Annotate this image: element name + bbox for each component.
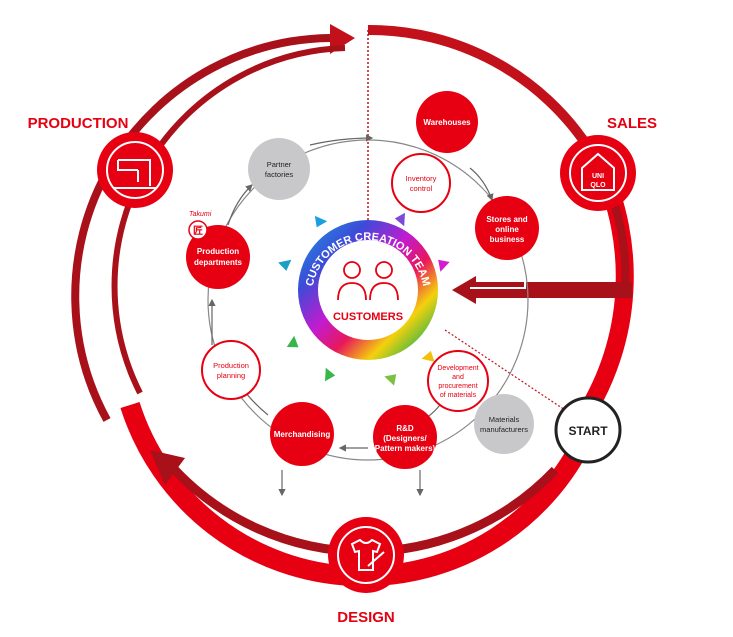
rnd-label-2: (Designers/: [383, 434, 427, 443]
production-phase-label: PRODUCTION: [28, 115, 129, 132]
takumi-badge-mark: 匠: [193, 225, 203, 237]
sales-phase-label: SALES: [607, 115, 657, 132]
takumi-label: Takumi: [189, 211, 212, 218]
rnd-label-1: R&D: [396, 424, 414, 433]
materials-manufacturers-node: [474, 394, 534, 454]
production-departments-node: [186, 225, 250, 289]
dev-procurement-node: [427, 350, 489, 412]
design-phase-label: DESIGN: [337, 609, 395, 626]
partner-label-2: factories: [265, 170, 294, 179]
prod-dept-label-2: departments: [194, 258, 243, 267]
mat-label-1: Materials: [489, 415, 520, 424]
hub-customers-label: CUSTOMERS: [333, 311, 403, 323]
merchandising-label: Merchandising: [274, 430, 331, 439]
stores-label-2: online: [495, 225, 519, 234]
dev-label-1: Development: [437, 365, 478, 372]
uniqlo-logo-bottom: QLO: [590, 182, 606, 189]
takumi-badge-icon: [188, 220, 208, 240]
hub-arrow-teal: [278, 259, 292, 271]
hub-arrow-green3: [286, 335, 299, 348]
cycle-arrow-proddept-partner: [227, 184, 253, 226]
rnd-label-3: Pattern makers): [375, 444, 436, 453]
sales-icon-inner: [569, 144, 627, 202]
stores-online-node: [475, 196, 539, 260]
production-planning-node: [201, 340, 261, 400]
hub-arrow-green1: [384, 374, 397, 386]
marketing-label: Marketing: [450, 489, 486, 511]
start-badge: [554, 396, 622, 464]
cycle-arrow-warehouse-stores: [469, 167, 494, 202]
hub-arrow-green2: [325, 367, 336, 382]
mat-label-2: manufacturers: [480, 425, 528, 434]
dev-label-4: of materials: [440, 392, 477, 399]
sewing-machine-icon: [114, 159, 156, 189]
bottom-arrowhead: [150, 450, 185, 485]
warehouses-node: [416, 91, 478, 153]
hub-center: [318, 240, 418, 340]
dev-label-2: and: [452, 374, 464, 381]
hub-arrow-yellow: [421, 350, 435, 362]
rnd-node: [373, 405, 437, 469]
outer-arc-sales: [367, 24, 595, 153]
prod-dept-label-1: Production: [197, 247, 239, 256]
uniqlo-store-icon: UNI QLO: [581, 152, 615, 191]
partner-factories-node: [248, 138, 310, 200]
stores-label-3: business: [490, 235, 525, 244]
cycle-arrow-partner-top: [309, 134, 374, 146]
uniqlo-logo-top: UNI: [592, 173, 604, 180]
prod-plan-label-1: Production: [213, 361, 249, 370]
prod-plan-label-2: planning: [217, 371, 245, 380]
hub-arrow-blue: [314, 215, 328, 228]
inventory-label-2: control: [410, 184, 433, 193]
dev-label-3: procurement: [438, 383, 477, 390]
dashed-divider-start: [444, 329, 581, 421]
merchandising-node: [270, 402, 334, 466]
design-icon-inner: [337, 526, 395, 584]
warehouses-label: Warehouses: [423, 118, 471, 127]
inventory-control-node: [391, 153, 451, 213]
hub-arrow-magenta: [438, 259, 450, 272]
hub-arrow-purple: [394, 212, 405, 227]
stores-label-1: Stores and: [486, 215, 527, 224]
sales-feedback-arrowhead: [452, 276, 476, 304]
tshirt-pencil-icon: [350, 538, 385, 571]
partner-label-1: Partner: [267, 160, 292, 169]
inventory-label-1: Inventory: [406, 174, 437, 183]
start-label: START: [568, 424, 608, 438]
customers-people-icon: [337, 261, 399, 301]
